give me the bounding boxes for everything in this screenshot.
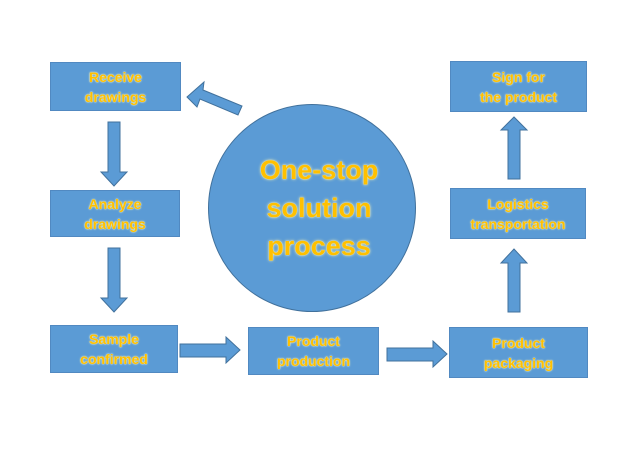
step-label: Receive drawings (84, 68, 147, 105)
step-label: Analyze drawings (84, 195, 146, 232)
step-sign-for-product: Sign for the product (450, 61, 587, 112)
center-circle: One-stop solution process (208, 104, 416, 312)
step-product-production: Product production (248, 327, 379, 375)
step-logistics-transportation: Logistics transportation (450, 188, 586, 239)
arrow-receive-to-analyze (99, 121, 129, 187)
step-receive-drawings: Receive drawings (50, 62, 181, 111)
step-label: Product production (276, 333, 351, 369)
step-label: Logistics transportation (470, 195, 566, 232)
arrow-production-to-packaging (386, 339, 448, 369)
arrow-logistics-to-sign (499, 116, 529, 180)
arrow-packaging-to-logistics (499, 248, 529, 313)
step-product-packaging: Product packaging (449, 327, 588, 378)
step-analyze-drawings: Analyze drawings (50, 190, 180, 237)
step-sample-confirmed: Sample confirmed (50, 325, 178, 373)
step-label: Product packaging (483, 334, 554, 371)
arrow-sample-to-production (179, 335, 241, 365)
center-label: One-stop solution process (259, 155, 379, 261)
step-label: Sample confirmed (80, 331, 148, 367)
arrow-center-to-receive (186, 80, 243, 116)
arrow-analyze-to-sample (99, 247, 129, 313)
step-label: Sign for the product (480, 68, 557, 105)
